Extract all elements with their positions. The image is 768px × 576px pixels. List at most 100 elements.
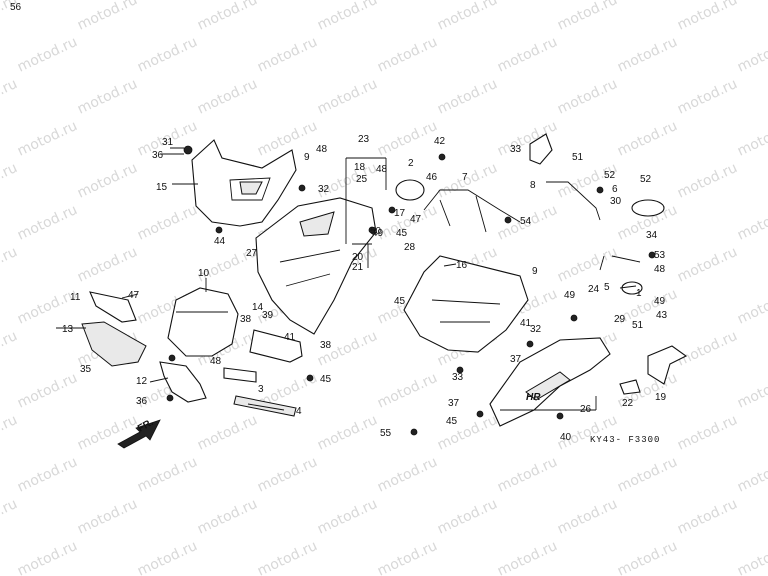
part-number-40: 40: [560, 432, 572, 443]
part-number-38: 38: [240, 314, 252, 325]
part-number-46: 46: [426, 172, 438, 183]
watermark-text: motod.ru: [735, 538, 768, 576]
part-number-21: 21: [352, 262, 364, 273]
part-number-13: 13: [62, 324, 74, 335]
watermark-text: motod.ru: [675, 496, 740, 538]
watermark-text: motod.ru: [735, 34, 768, 76]
watermark-text: motod.ru: [195, 496, 260, 538]
part-number-52: 52: [604, 170, 616, 181]
part-number-47: 47: [410, 214, 422, 225]
part-number-54: 54: [520, 216, 532, 227]
part-number-56: 56: [10, 2, 22, 13]
watermark-text: motod.ru: [75, 76, 140, 118]
strip-4: [233, 395, 297, 417]
part-number-27: 27: [246, 248, 258, 259]
part-number-19: 19: [655, 392, 667, 403]
trim-strip-11: [89, 291, 137, 323]
watermark-text: motod.ru: [375, 538, 440, 576]
part-number-23: 23: [358, 134, 370, 145]
part-number-45: 45: [394, 296, 406, 307]
watermark-text: motod.ru: [555, 0, 620, 34]
watermark-text: motod.ru: [75, 160, 140, 202]
watermark-text: motod.ru: [75, 496, 140, 538]
watermark-text: motod.ru: [315, 0, 380, 34]
watermark-text: motod.ru: [435, 412, 500, 454]
part-number-10: 10: [198, 268, 210, 279]
watermark-text: motod.ru: [555, 496, 620, 538]
part-number-12: 12: [136, 376, 148, 387]
watermark-text: motod.ru: [195, 412, 260, 454]
part-number-49: 49: [372, 228, 384, 239]
part-number-8: 8: [530, 180, 536, 191]
mirror-34: [529, 133, 553, 165]
watermark-text: motod.ru: [735, 370, 768, 412]
part-number-39: 39: [262, 310, 274, 321]
part-number-31: 31: [162, 137, 174, 148]
watermark-text: motod.ru: [195, 0, 260, 34]
fr-direction-arrow: FR.: [117, 417, 161, 449]
watermark-text: motod.ru: [495, 454, 560, 496]
part-number-36: 36: [152, 150, 164, 161]
part-number-51: 51: [572, 152, 584, 163]
meter-2: [395, 179, 425, 201]
part-number-48: 48: [654, 264, 666, 275]
watermark-text: motod.ru: [255, 34, 320, 76]
watermark-text: motod.ru: [615, 454, 680, 496]
watermark-text: motod.ru: [495, 118, 560, 160]
part-number-50: 50: [370, 226, 382, 237]
part-number-17: 17: [394, 208, 406, 219]
watermark-text: motod.ru: [675, 244, 740, 286]
part-number-1: 1: [636, 288, 642, 299]
part-number-6: 6: [612, 184, 618, 195]
watermark-text: motod.ru: [15, 34, 80, 76]
bracket-14: [249, 329, 303, 363]
watermark-text: motod.ru: [615, 118, 680, 160]
watermark-text: motod.ru: [0, 496, 20, 538]
stay-frame-7: [423, 189, 521, 233]
watermark-text: motod.ru: [735, 202, 768, 244]
watermark-text: motod.ru: [0, 328, 20, 370]
watermark-text: motod.ru: [435, 76, 500, 118]
part-number-53: 53: [654, 250, 666, 261]
watermark-text: motod.ru: [315, 496, 380, 538]
panel-22: [619, 379, 641, 395]
part-number-49: 49: [564, 290, 576, 301]
watermark-text: motod.ru: [675, 328, 740, 370]
part-number-45: 45: [396, 228, 408, 239]
part-number-48: 48: [210, 356, 222, 367]
part-number-36: 36: [136, 396, 148, 407]
part-number-37: 37: [510, 354, 522, 365]
part-number-49: 49: [654, 296, 666, 307]
watermark-text: motod.ru: [255, 538, 320, 576]
watermark-text: motod.ru: [0, 160, 20, 202]
watermark-text: motod.ru: [75, 412, 140, 454]
part-number-14: 14: [252, 302, 264, 313]
part-number-33: 33: [452, 372, 464, 383]
watermark-text: motod.ru: [15, 118, 80, 160]
part-number-34: 34: [646, 230, 658, 241]
watermark-text: motod.ru: [555, 76, 620, 118]
panel-20: [647, 345, 688, 385]
part-number-22: 22: [622, 398, 634, 409]
part-number-33: 33: [510, 144, 522, 155]
watermark-text: motod.ru: [675, 0, 740, 34]
watermark-text: motod.ru: [75, 244, 140, 286]
part-number-42: 42: [434, 136, 446, 147]
part-number-16: 16: [456, 260, 468, 271]
watermark-text: motod.ru: [135, 538, 200, 576]
watermark-text: motod.ru: [675, 160, 740, 202]
watermark-text: motod.ru: [135, 34, 200, 76]
part-number-45: 45: [320, 374, 332, 385]
watermark-text: motod.ru: [375, 34, 440, 76]
part-number-48: 48: [376, 164, 388, 175]
part-number-labels: 1234567899101112131415161718192021222324…: [10, 2, 668, 443]
watermark-text: motod.ru: [375, 118, 440, 160]
inner-panel-13: [81, 321, 147, 367]
part-number-44: 44: [214, 236, 226, 247]
watermark-text: motod.ru: [495, 538, 560, 576]
lower-cowl: [403, 255, 529, 353]
watermark-text: motod.ru: [735, 118, 768, 160]
watermark-text: motod.ru: [735, 286, 768, 328]
part-number-45: 45: [446, 416, 458, 427]
